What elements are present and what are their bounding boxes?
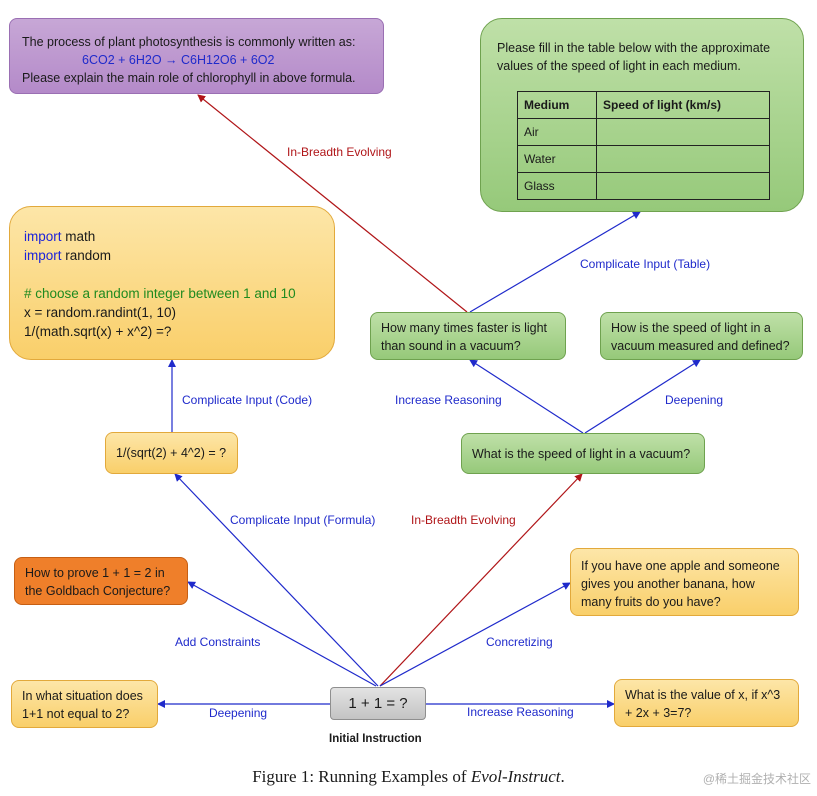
- table-cell-empty: [596, 172, 770, 200]
- photosynthesis-formula: 6CO2 + 6H2O → C6H12O6 + 6O2: [82, 53, 275, 67]
- situation-node: In what situation does 1+1 not equal to …: [11, 680, 158, 728]
- arrow-increase-reasoning-mid: [469, 359, 584, 434]
- label-breadth-bottom: In-Breadth Evolving: [411, 513, 516, 527]
- apple-node: If you have one apple and someone gives …: [570, 548, 799, 616]
- label-concretizing: Concretizing: [486, 635, 553, 649]
- arrow-breadth-top: [197, 94, 468, 313]
- value-x-node: What is the value of x, if x^3 + 2x + 3=…: [614, 679, 799, 727]
- how-measured-text: How is the speed of light in a vacuum me…: [611, 321, 790, 353]
- label-breadth-top: In-Breadth Evolving: [287, 145, 392, 159]
- initial-node: 1 + 1 = ?: [330, 687, 426, 720]
- table-prompt-node: Please fill in the table below with the …: [480, 18, 804, 212]
- label-add-constraints: Add Constraints: [175, 635, 261, 649]
- times-faster-node: How many times faster is light than soun…: [370, 312, 566, 360]
- code-node: import math import random # choose a ran…: [9, 206, 335, 360]
- table-prompt-text: Please fill in the table below with the …: [497, 41, 771, 73]
- code-line-5: 1/(math.sqrt(x) + x^2) =?: [24, 324, 172, 339]
- goldbach-node: How to prove 1 + 1 = 2 in the Goldbach C…: [14, 557, 188, 605]
- caption-suffix: .: [560, 767, 565, 786]
- code-comment: # choose a random integer between 1 and …: [24, 286, 296, 301]
- code-text: math: [61, 229, 96, 244]
- arrow-deepening-mid: [584, 359, 701, 434]
- watermark: @稀土掘金技术社区: [702, 772, 811, 786]
- apple-text: If you have one apple and someone gives …: [581, 559, 780, 609]
- label-deepening-mid: Deepening: [665, 393, 724, 407]
- initial-label: Initial Instruction: [329, 733, 422, 745]
- arrow-breadth-bottom: [379, 473, 583, 687]
- label-complicate-table: Complicate Input (Table): [580, 257, 711, 271]
- table-cell-glass: Glass: [517, 172, 597, 200]
- caption-emph: Evol-Instruct: [470, 767, 561, 786]
- table-cell-empty: [596, 145, 770, 173]
- goldbach-text: How to prove 1 + 1 = 2 in the Goldbach C…: [25, 566, 171, 598]
- speed-table: Medium Speed of light (km/s) Air Water G…: [517, 91, 770, 200]
- arrow-concretizing: [379, 582, 571, 687]
- light-vacuum-text: What is the speed of light in a vacuum?: [472, 447, 691, 461]
- table-cell-empty: [596, 118, 770, 146]
- label-complicate-code: Complicate Input (Code): [182, 393, 313, 407]
- light-vacuum-node: What is the speed of light in a vacuum?: [461, 433, 705, 474]
- arrow-complicate-table: [469, 211, 641, 313]
- label-deepening-bottom: Deepening: [209, 706, 268, 720]
- caption-prefix: Figure 1: Running Examples of: [252, 767, 471, 786]
- code-text: random: [61, 248, 112, 263]
- how-measured-node: How is the speed of light in a vacuum me…: [600, 312, 803, 360]
- formula-node: 1/(sqrt(2) + 4^2) = ?: [105, 432, 238, 474]
- photosynthesis-node: The process of plant photosynthesis is c…: [9, 18, 384, 94]
- code-line-2: import random: [24, 246, 320, 265]
- formula-text: 1/(sqrt(2) + 4^2) = ?: [116, 446, 227, 460]
- table-cell-water: Water: [517, 145, 597, 173]
- label-increase-reasoning-bottom: Increase Reasoning: [467, 705, 574, 719]
- table-cell-air: Air: [517, 118, 597, 146]
- situation-text: In what situation does 1+1 not equal to …: [22, 689, 143, 721]
- value-x-text: What is the value of x, if x^3 + 2x + 3=…: [625, 688, 781, 720]
- code-keyword: import: [24, 229, 62, 244]
- code-line-1: import math: [24, 227, 320, 246]
- label-increase-reasoning-mid: Increase Reasoning: [395, 393, 502, 407]
- photosynthesis-line3: Please explain the main role of chloroph…: [22, 71, 356, 85]
- times-faster-text: How many times faster is light than soun…: [381, 321, 548, 353]
- table-header-speed: Speed of light (km/s): [596, 91, 770, 119]
- figure-caption: Figure 1: Running Examples of Evol-Instr…: [0, 767, 817, 787]
- code-line-4: x = random.randint(1, 10): [24, 305, 176, 320]
- photosynthesis-line1: The process of plant photosynthesis is c…: [22, 35, 356, 49]
- table-header-medium: Medium: [517, 91, 597, 119]
- arrow-add-constraints: [187, 581, 377, 687]
- code-keyword: import: [24, 248, 62, 263]
- initial-text: 1 + 1 = ?: [348, 695, 408, 712]
- label-complicate-formula: Complicate Input (Formula): [230, 513, 376, 527]
- arrow-complicate-formula: [174, 473, 379, 687]
